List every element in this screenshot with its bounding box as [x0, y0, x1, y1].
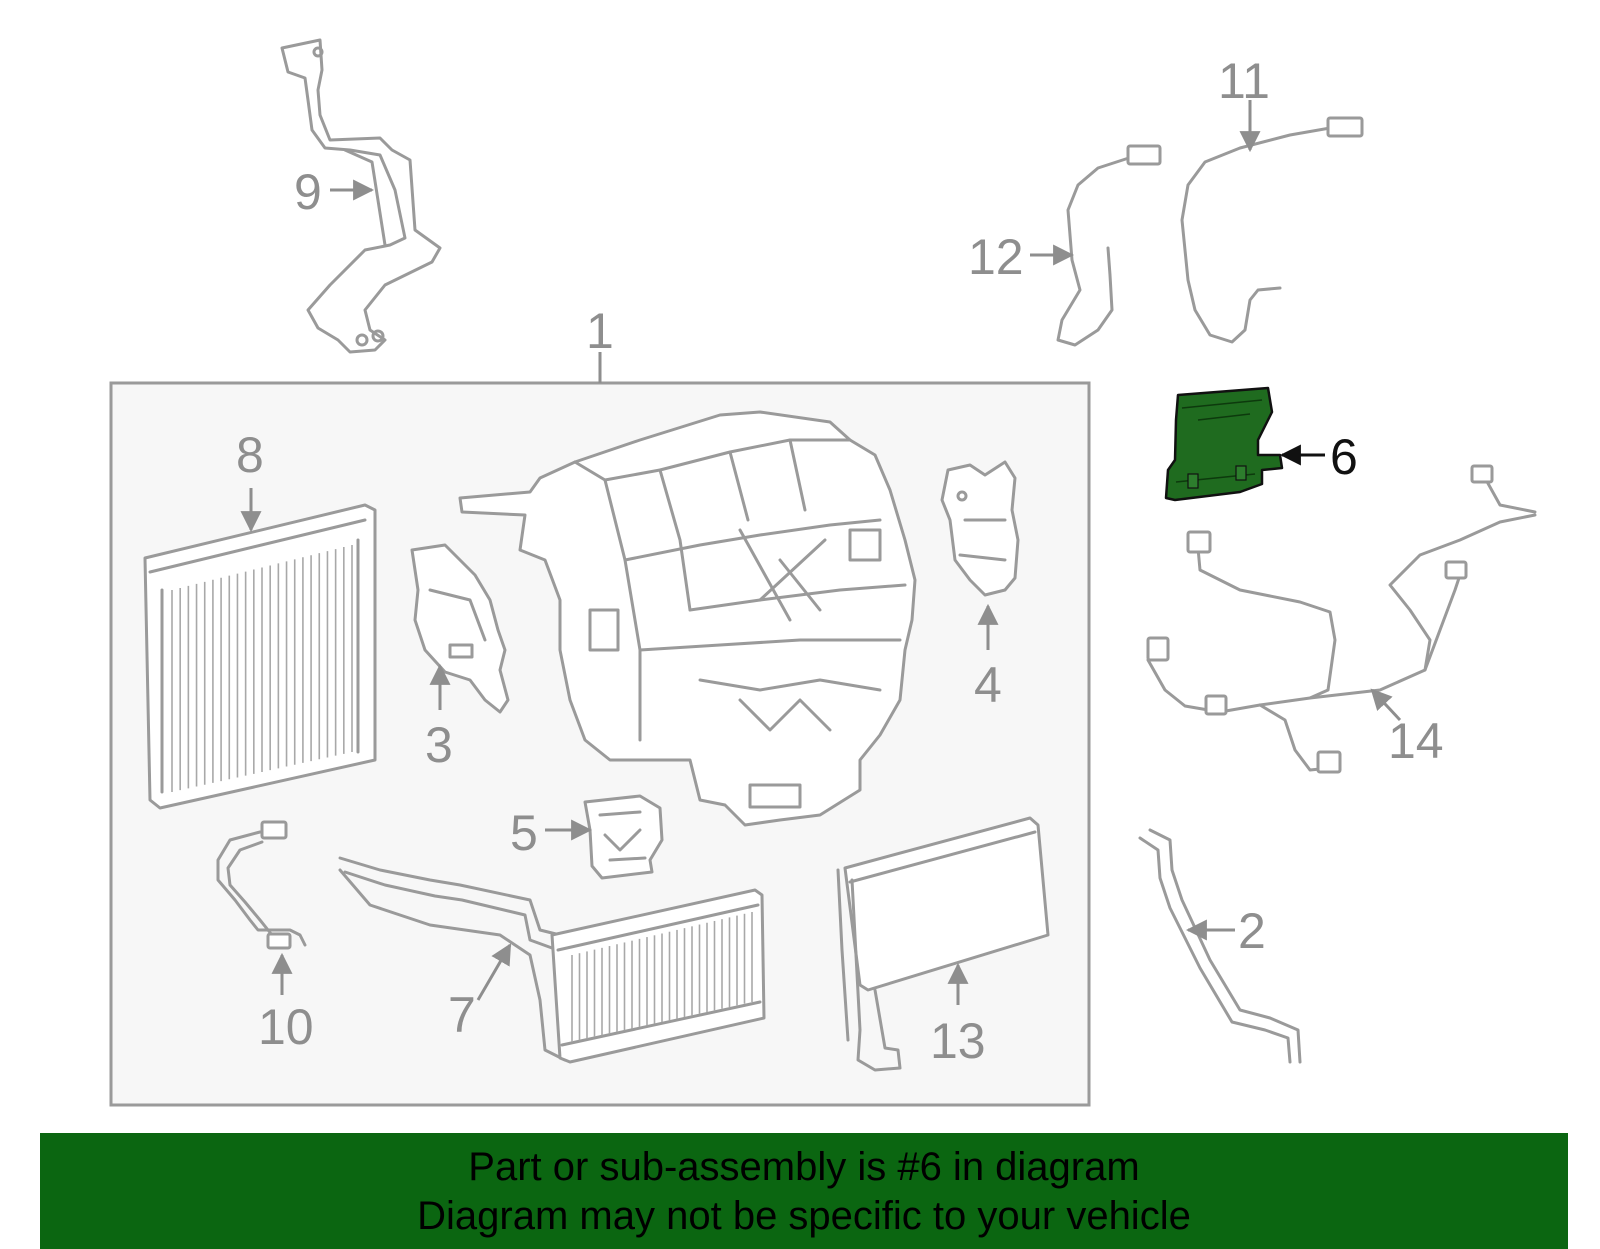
part-7-fins	[571, 912, 753, 1042]
banner-line-1: Part or sub-assembly is #6 in diagram	[468, 1145, 1140, 1189]
callout-14-arrow	[1370, 688, 1402, 722]
callout-8: 8	[236, 427, 264, 483]
part-6-highlighted-module	[1164, 386, 1284, 502]
callout-9: 9	[294, 164, 322, 220]
callout-4: 4	[974, 657, 1002, 713]
part-3-bracket	[410, 543, 510, 714]
callout-11: 11	[1218, 53, 1270, 109]
part-11-wire	[1180, 116, 1364, 344]
callout-5: 5	[510, 805, 538, 861]
callout-13: 13	[930, 1013, 986, 1069]
part-2-tube	[1138, 828, 1302, 1064]
part-8-evaporator	[143, 503, 377, 810]
callout-10: 10	[258, 999, 314, 1055]
part-7-heater-core	[338, 856, 766, 1064]
banner-line-2: Diagram may not be specific to your vehi…	[417, 1194, 1191, 1238]
callout-7: 7	[448, 987, 476, 1043]
callout-7-arrow	[476, 943, 512, 1001]
callout-2: 2	[1238, 903, 1266, 959]
part-5-actuator	[583, 794, 664, 880]
part-10-sensor-wire	[216, 820, 307, 950]
callout-12: 12	[968, 229, 1024, 285]
part-13-frame	[836, 816, 1050, 1072]
info-banner: Part or sub-assembly is #6 in diagram Di…	[40, 1133, 1568, 1249]
part-4-bracket	[940, 460, 1020, 597]
hvac-housing	[458, 410, 917, 827]
part-9-pipe	[280, 38, 442, 354]
part-8-fins	[171, 545, 353, 792]
callout-14: 14	[1388, 713, 1444, 769]
parts-diagram: 1 9 12 11 6	[109, 38, 1537, 1107]
callout-3: 3	[425, 717, 453, 773]
part-14-harness	[1146, 464, 1537, 774]
part-12-wire	[1056, 144, 1162, 347]
callout-6: 6	[1330, 429, 1358, 485]
callout-1: 1	[586, 303, 614, 359]
